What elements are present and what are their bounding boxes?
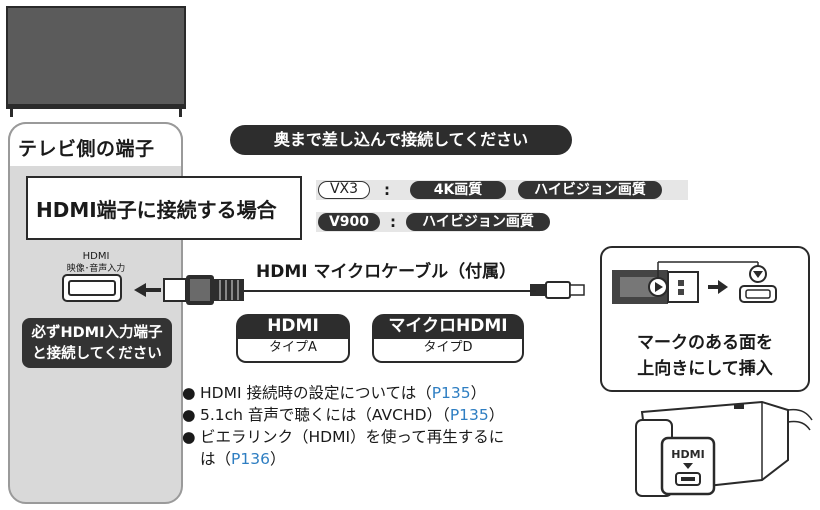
camera-port-icon [739, 285, 777, 303]
tv-port-label-line2: 映像･音声入力 [66, 264, 126, 274]
tv-hdmi-port-inner [68, 280, 116, 296]
tv-leg-right [179, 108, 182, 117]
camera-port-label: HDMI [671, 448, 704, 461]
camcorder-illustration: HDMI [635, 400, 813, 497]
insert-fully-banner: 奥まで差し込んで接続してください [230, 125, 572, 155]
tv-side-title: テレビ側の端子 [18, 138, 155, 160]
hdmi-type-text: タイプA [269, 340, 317, 355]
must-connect-line1: 必ずHDMI入力端子 [31, 325, 163, 341]
micro-hdmi-label-body: タイプD [372, 339, 524, 363]
tag-hd-quality-v900: ハイビジョン画質 [406, 213, 550, 231]
tv-side-panel-header [8, 122, 183, 166]
note-end: ） [470, 384, 487, 402]
arrow-left-icon [134, 283, 161, 297]
cable-line [244, 290, 536, 292]
tv-screen [6, 6, 186, 106]
note-item: ● 5.1ch 音声で聴くには（AVCHD）（P135） [180, 404, 600, 426]
model-row-1-colon: : [384, 181, 390, 199]
hdmi-label-head: HDMI [236, 314, 350, 339]
page-link[interactable]: P135 [449, 406, 489, 424]
bullet-icon: ● [182, 428, 196, 446]
micro-hdmi-type-text: タイプD [423, 340, 473, 355]
must-connect-note: 必ずHDMI入力端子 と接続してください [22, 318, 172, 368]
must-connect-line2: と接続してください [32, 346, 162, 362]
micro-hdmi-label-head: マイクロHDMI [372, 314, 524, 339]
page-link[interactable]: P136 [231, 450, 270, 468]
note-text: 5.1ch 音声で聴くには（AVCHD）（ [200, 406, 450, 424]
micro-hdmi-type-d-label: マイクロHDMI タイプD [372, 314, 524, 363]
hdmi-connect-box [26, 176, 302, 240]
hdmi-cable-diagram [134, 275, 585, 305]
hdmi-connect-heading: HDMI端子に接続する場合 [36, 198, 277, 222]
cable-title: HDMI マイクロケーブル（付属） [256, 262, 517, 282]
tv-leg-left [10, 108, 13, 117]
notes-list: ● HDMI 接続時の設定については（P135） ● 5.1ch 音声で聴くには… [180, 382, 600, 470]
note-item: ● HDMI 接続時の設定については（P135） [180, 382, 600, 404]
note-end: ） [488, 406, 505, 424]
note-item: ● ビエラリンク（HDMI）を使って再生するに [180, 426, 600, 448]
bullet-icon: ● [182, 406, 196, 424]
down-mark-icon [749, 265, 767, 283]
page-link[interactable]: P135 [431, 384, 471, 402]
tag-hd-quality: ハイビジョン画質 [518, 181, 662, 199]
model-row-2-colon: : [390, 213, 396, 231]
tv-port-label-line1: HDMI [82, 251, 110, 262]
hdmi-plug-a-icon [163, 275, 244, 305]
insert-line2: 上向きにして挿入 [637, 359, 773, 379]
insert-line1: マークのある面を [637, 333, 773, 353]
tv-stand-bar [6, 104, 186, 109]
bullet-icon: ● [182, 384, 196, 402]
note-text: は（ [200, 450, 232, 468]
model-v900-tag: V900 [318, 213, 380, 231]
arrow-right-icon [708, 280, 728, 294]
play-mark-icon [648, 277, 668, 297]
note-text: HDMI 接続時の設定については（ [200, 384, 432, 402]
hdmi-type-a-label: HDMI タイプA [236, 314, 350, 363]
tv-port-label: HDMI 映像･音声入力 [54, 251, 138, 275]
camera-hdmi-port-icon: HDMI [660, 436, 716, 496]
tag-4k-quality: 4K画質 [410, 181, 506, 199]
insert-instruction: マークのある面を 上向きにして挿入 [600, 330, 810, 382]
note-item: は（P136） [180, 448, 600, 470]
insert-orientation-diagram [612, 261, 777, 304]
note-text: ビエラリンク（HDMI）を使って再生するに [200, 428, 505, 446]
note-end: ） [269, 450, 286, 468]
hdmi-label-body: タイプA [236, 339, 350, 363]
model-vx3-tag: VX3 [318, 181, 370, 199]
micro-hdmi-plug-icon [530, 281, 585, 299]
